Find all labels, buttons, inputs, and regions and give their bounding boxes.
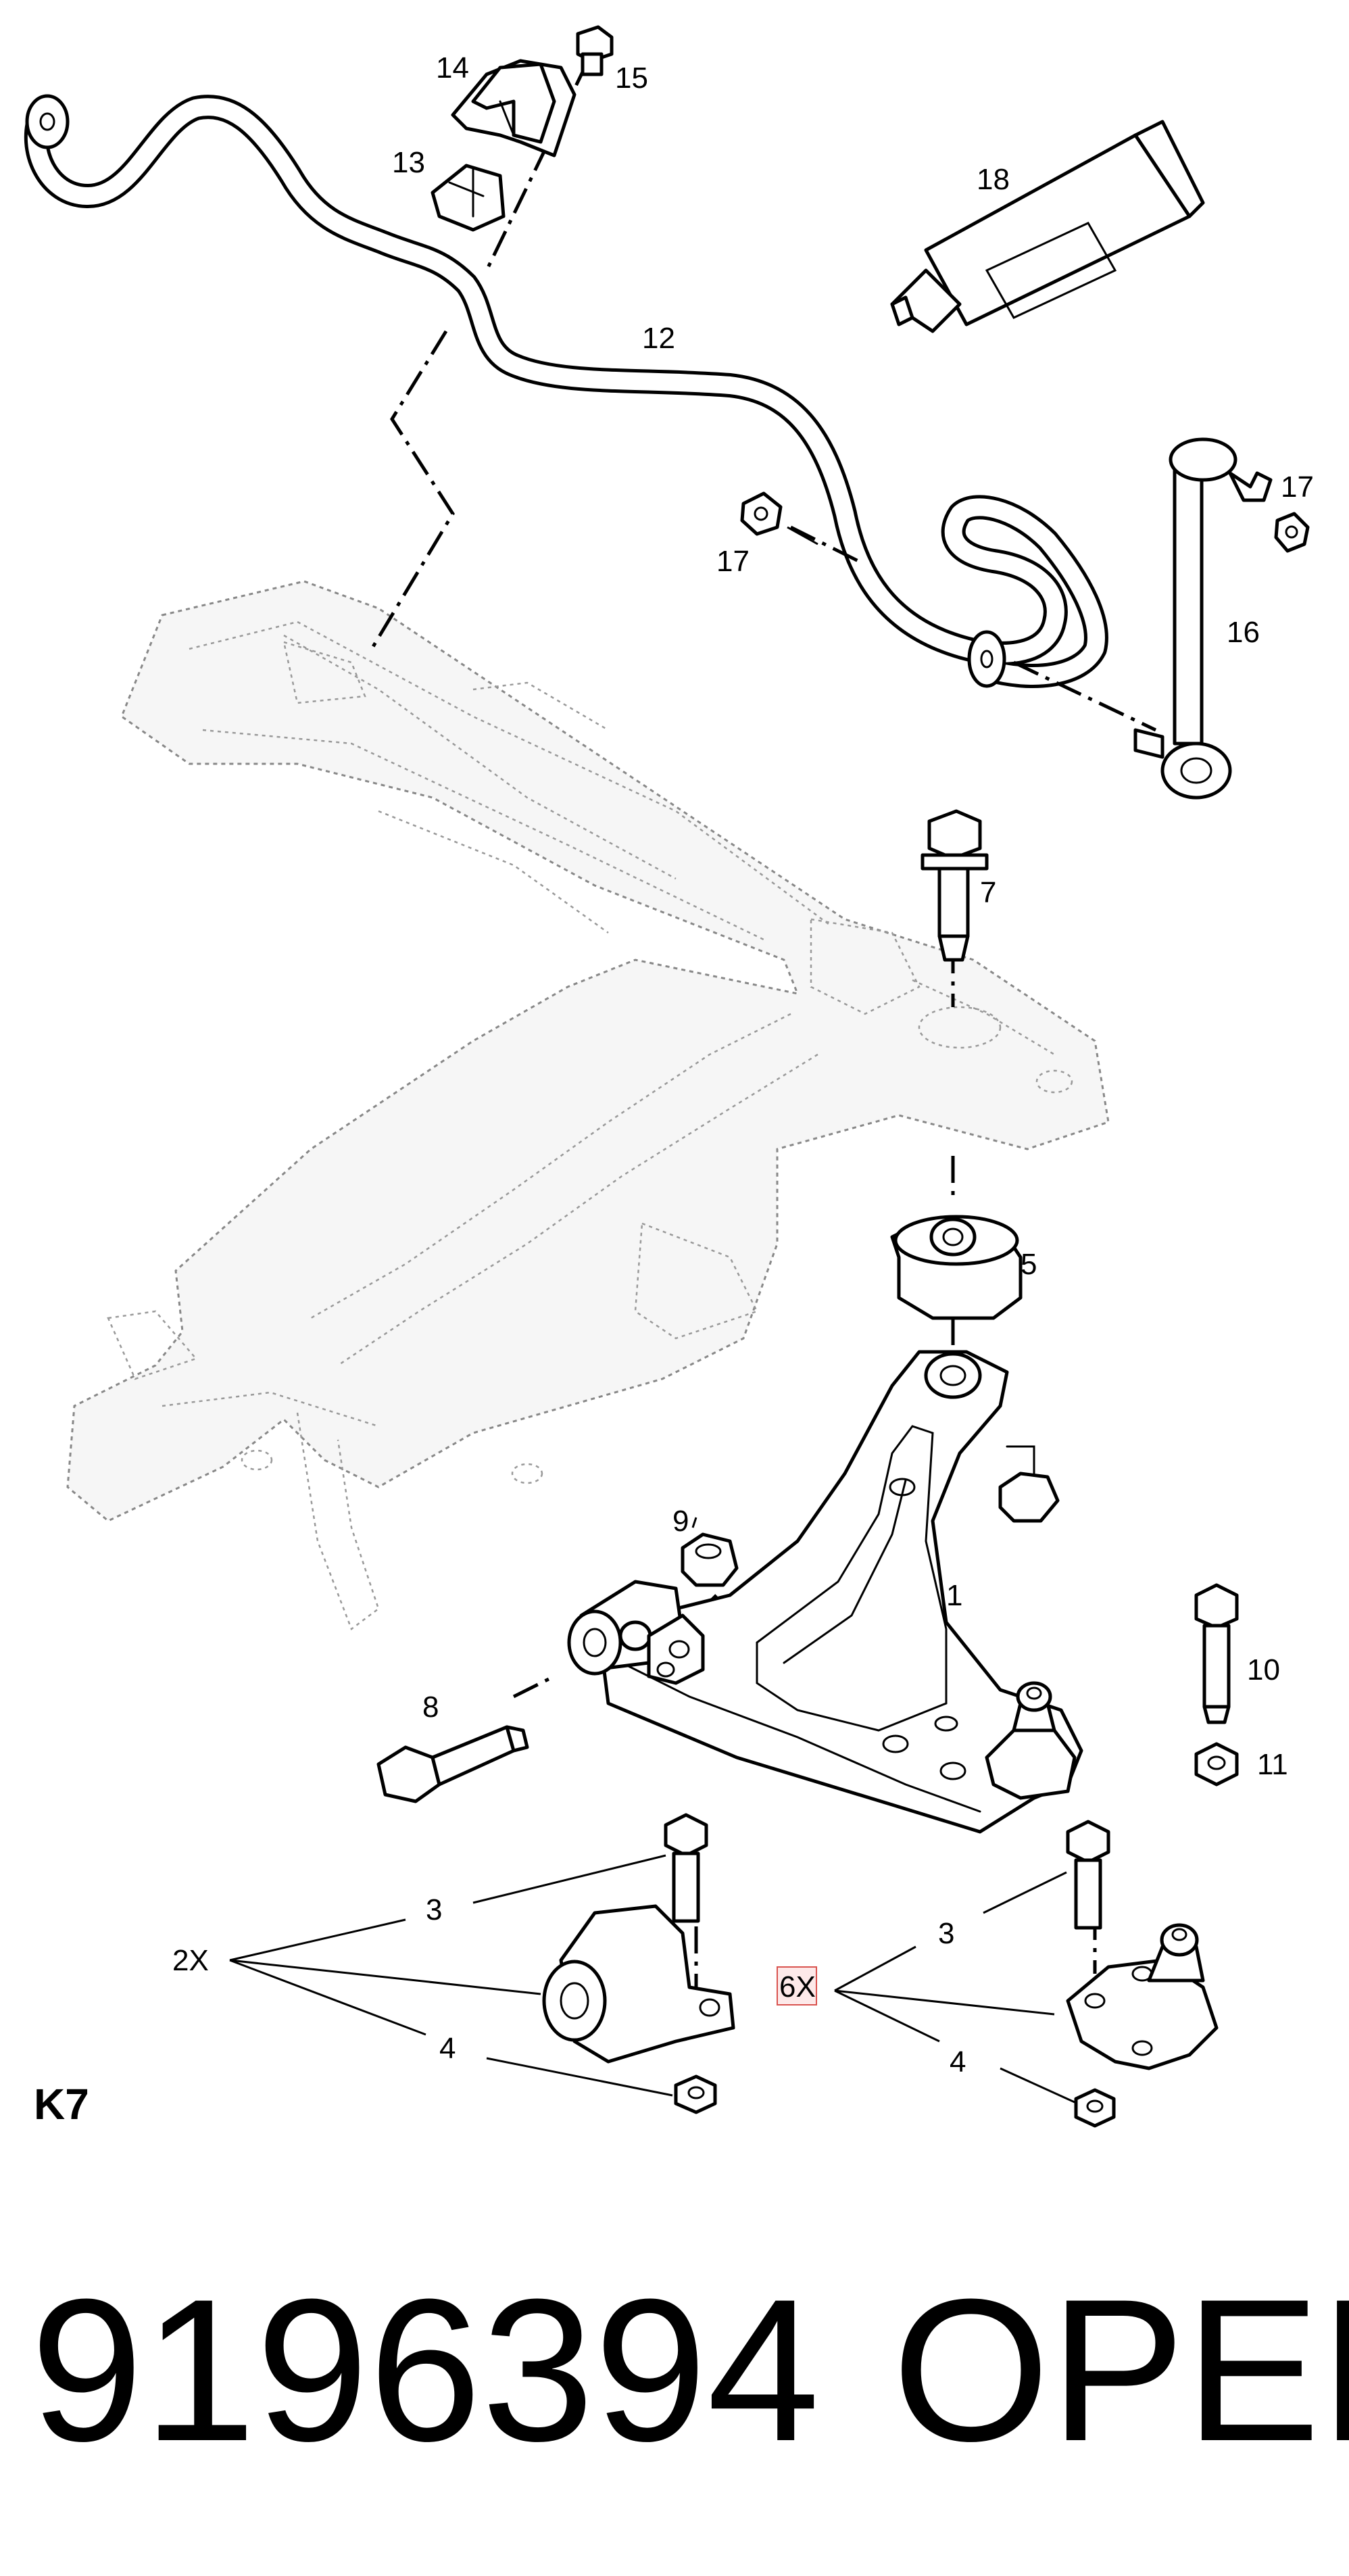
callout-labels: 14 15 13 18 12 17 17 16 7 5 9 1 10 8 11 … xyxy=(172,51,1314,2079)
front-subframe xyxy=(66,580,1110,1630)
callout-4-left: 4 xyxy=(439,2032,456,2065)
callout-12: 12 xyxy=(642,322,675,355)
callout-4-right: 4 xyxy=(950,2045,966,2079)
part-ball-joint-assembly xyxy=(1066,1923,1219,2070)
part-17-nut-lower xyxy=(740,491,783,536)
part-rear-bush-assembly xyxy=(542,1904,735,2064)
part-1-control-arm xyxy=(567,1350,1083,1834)
qty-6x: 6X xyxy=(779,1970,816,2003)
part-number: 9196394 xyxy=(30,2256,820,2483)
stabiliser-bar xyxy=(24,94,1108,688)
callout-5: 5 xyxy=(1021,1248,1037,1281)
part-15-bolt xyxy=(576,25,614,76)
callout-7: 7 xyxy=(980,876,996,909)
callout-16: 16 xyxy=(1227,616,1260,649)
assembly-lines xyxy=(370,59,1157,1994)
part-9-cap xyxy=(681,1532,739,1587)
part-14-clamp-bracket xyxy=(451,59,577,157)
callout-3-right: 3 xyxy=(938,1917,954,1950)
part-13-stabiliser-bush xyxy=(431,164,506,232)
part-10-bolt xyxy=(1194,1583,1239,1724)
qty-6x-highlight xyxy=(777,1966,817,2006)
part-3-bolt-left xyxy=(664,1813,708,1923)
part-18-grease-tube xyxy=(890,120,1205,333)
callout-3-left: 3 xyxy=(426,1893,442,1926)
part-16-drop-link xyxy=(1133,437,1273,800)
leader-lines xyxy=(229,526,1075,2104)
part-5-bush xyxy=(890,1215,1023,1320)
callout-18: 18 xyxy=(977,163,1010,196)
callout-17-upper: 17 xyxy=(1281,470,1314,504)
part-plug xyxy=(998,1445,1060,1523)
part-17-nut-upper xyxy=(1274,512,1310,553)
part-8-bolt xyxy=(376,1725,529,1803)
section-code: K7 xyxy=(34,2080,89,2129)
part-7-bolt xyxy=(921,809,989,962)
callout-17-lower: 17 xyxy=(716,545,750,578)
part-3-bolt-right xyxy=(1066,1820,1110,1930)
callout-11: 11 xyxy=(1257,1748,1288,1781)
callout-13: 13 xyxy=(392,146,425,179)
part-4-nut-right xyxy=(1074,2088,1116,2128)
callout-15: 15 xyxy=(615,62,648,95)
brand-name: OPEL xyxy=(892,2256,1349,2483)
callout-10: 10 xyxy=(1247,1653,1280,1686)
part-11-nut xyxy=(1194,1742,1239,1787)
callout-1: 1 xyxy=(946,1579,962,1612)
callout-9: 9 xyxy=(672,1505,689,1538)
callout-14: 14 xyxy=(436,51,469,84)
qty-2x: 2X xyxy=(172,1944,209,1977)
part-4-nut-left xyxy=(674,2074,717,2114)
callout-8: 8 xyxy=(422,1691,439,1724)
